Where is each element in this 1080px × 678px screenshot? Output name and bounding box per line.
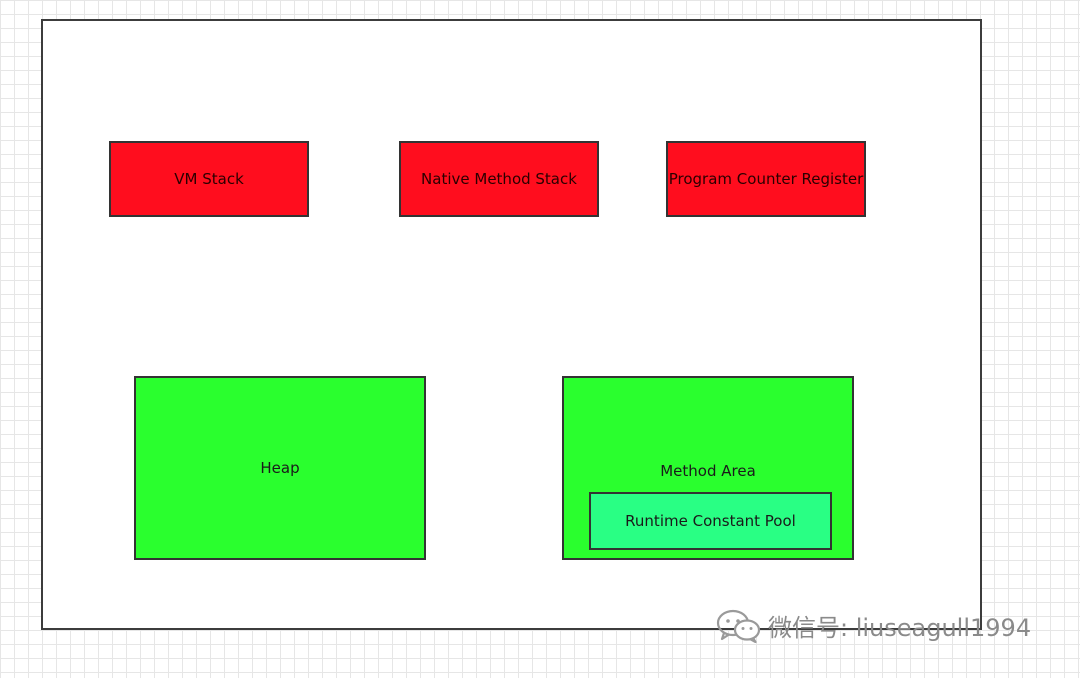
- program-counter-register-label: Program Counter Register: [668, 170, 864, 188]
- vm-stack-label: VM Stack: [174, 170, 244, 188]
- heap-label: Heap: [260, 459, 300, 477]
- runtime-constant-pool-label: Runtime Constant Pool: [625, 512, 796, 530]
- watermark-text: 微信号: liuseagull1994: [768, 614, 1032, 642]
- watermark: 微信号: liuseagull1994: [716, 608, 1031, 643]
- native-method-stack-box: Native Method Stack: [399, 141, 599, 217]
- vm-stack-box: VM Stack: [109, 141, 309, 217]
- method-area-label: Method Area: [660, 462, 756, 480]
- native-method-stack-label: Native Method Stack: [421, 170, 577, 188]
- heap-box: Heap: [134, 376, 426, 560]
- program-counter-register-box: Program Counter Register: [666, 141, 866, 217]
- wechat-icon: [716, 609, 762, 643]
- runtime-constant-pool-box: Runtime Constant Pool: [589, 492, 832, 550]
